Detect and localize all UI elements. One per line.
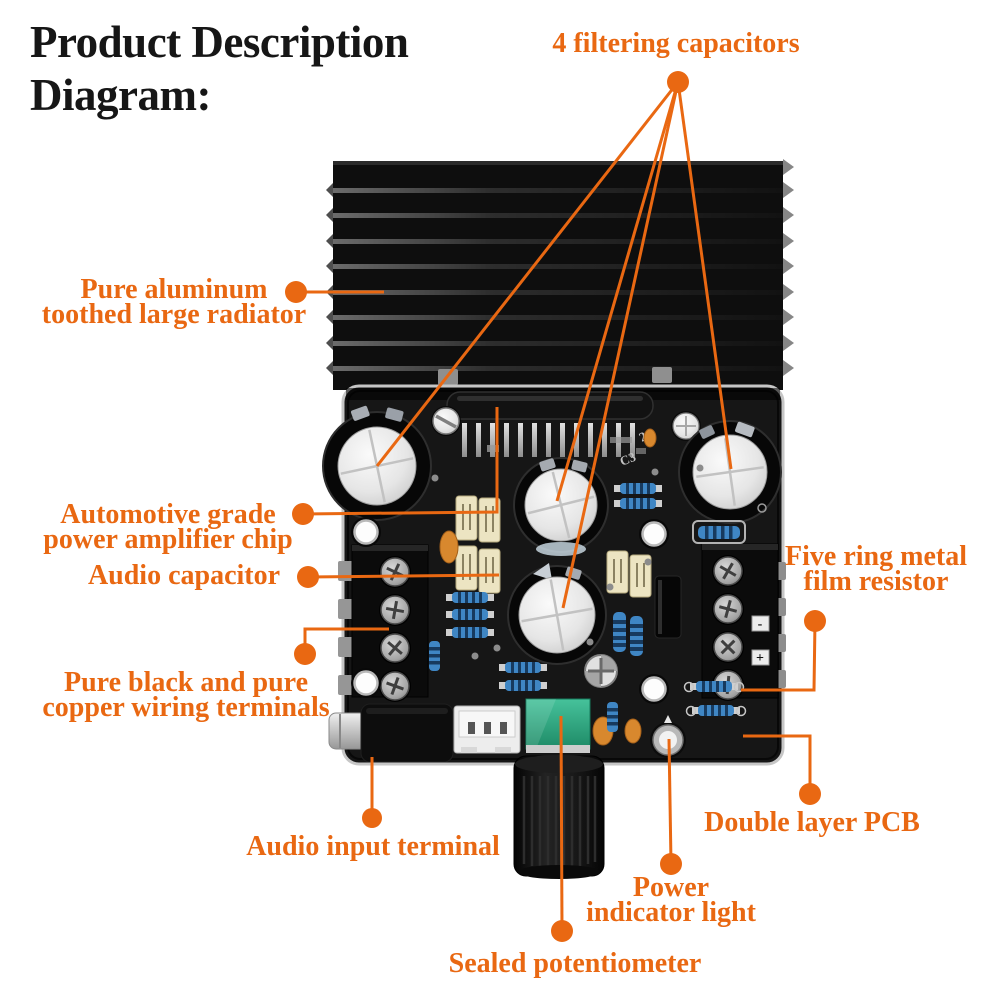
label-audio-input: Audio input terminal [246, 831, 500, 862]
callout-line-audio-capacitor [307, 573, 500, 579]
label-double-layer-pcb: Double layer PCB [704, 807, 920, 838]
blue-resistors-vertical [429, 612, 643, 732]
small-capacitor [671, 411, 701, 441]
capacitor-marking: C3 [618, 449, 639, 469]
callout-line-filtering-1 [375, 81, 680, 467]
label-sealed-potentiometer: Sealed potentiometer [448, 948, 702, 979]
orange-bead-capacitors [439, 428, 657, 746]
minus-mark: - [758, 617, 763, 632]
label-text: Sealed potentiometer [448, 948, 702, 979]
label-power-indicator: Power indicator light [586, 872, 756, 929]
label-audio-capacitor: Audio capacitor [87, 560, 281, 591]
silkscreen-mark [610, 437, 632, 443]
callout-dot-terminals [294, 643, 316, 665]
page-title-line2: Diagram: [30, 70, 211, 121]
label-amplifier-chip: Automotive grade power amplifier chip [43, 499, 293, 556]
callout-dot-power-indicator [660, 853, 682, 875]
label-text: Audio capacitor [87, 560, 281, 591]
label-text: indicator light [586, 897, 756, 929]
audio-input-jack [328, 703, 454, 763]
label-text: Power [632, 872, 710, 903]
wiring-terminal-left [338, 544, 429, 702]
heatsink-radiator [326, 159, 794, 390]
label-wiring-terminals: Pure black and pure copper wiring termin… [42, 667, 330, 724]
sealed-potentiometer-body [525, 698, 591, 753]
wiring-terminal-right: - + [701, 543, 786, 701]
page-title-line1: Product Description [30, 17, 409, 67]
solder-pads [431, 464, 704, 660]
label-text: Five ring metal [785, 541, 967, 572]
potentiometer-knob [513, 755, 605, 879]
callout-dot-chip [292, 503, 314, 525]
label-text: power amplifier chip [43, 524, 293, 556]
callout-line-filtering-3 [561, 81, 680, 609]
silkscreen-mark [487, 445, 499, 452]
callout-dot-potentiometer [551, 920, 573, 942]
callout-line-five-ring [741, 620, 817, 692]
label-text: Automotive grade [60, 499, 276, 530]
label-text: toothed large radiator [41, 299, 307, 331]
trimmer-pot [584, 654, 618, 688]
heatsink-fin-gaps [333, 188, 783, 371]
label-text: 4 filtering capacitors [552, 28, 800, 59]
chip-pins [462, 423, 635, 457]
mounting-holes [351, 517, 669, 704]
mounting-screw [431, 406, 461, 436]
page-title: Product Description Diagram: [30, 16, 409, 122]
label-film-resistor: Five ring metal film resistor [785, 541, 967, 598]
label-radiator: Pure aluminum toothed large radiator [41, 274, 307, 331]
callout-dot-five-ring [804, 610, 826, 632]
callout-dot-filtering [667, 71, 689, 93]
heatsink-clamp-tab [652, 367, 672, 383]
label-text: copper wiring terminals [42, 692, 330, 724]
filtering-capacitor-middle-top [513, 457, 609, 556]
callout-dot-pcb [799, 783, 821, 805]
five-ring-resistor [692, 520, 746, 544]
blue-resistors-horizontal [446, 483, 747, 717]
label-text: Pure black and pure [63, 667, 309, 698]
callout-dot-audio-capacitor [297, 566, 319, 588]
plus-mark: + [756, 651, 764, 666]
callout-line-filtering-2 [555, 81, 680, 502]
silkscreen-mark [636, 448, 646, 454]
minus-mark-plate [751, 615, 770, 632]
filtering-capacitor-right: 2 C3 [618, 420, 782, 524]
callout-line-chip [302, 407, 499, 516]
callout-dot-audio-input [362, 808, 382, 828]
terminal-screws [379, 556, 411, 702]
diode [654, 575, 682, 639]
label-text: Audio input terminal [246, 831, 500, 862]
callout-line-potentiometer [559, 715, 564, 931]
heatsink-left-teeth [326, 183, 333, 375]
label-text: film resistor [803, 566, 949, 598]
callout-lines [296, 81, 817, 931]
filtering-capacitor-middle-bottom [507, 563, 607, 665]
callout-line-filtering-4 [676, 81, 733, 470]
callout-line-pcb [743, 734, 812, 794]
callout-dot-radiator [285, 281, 307, 303]
xh-connector [453, 705, 521, 754]
callout-dots [285, 71, 826, 942]
label-filtering-capacitors: 4 filtering capacitors [552, 28, 800, 59]
callout-line-power-indicator [667, 738, 673, 864]
plus-mark-plate [751, 649, 770, 666]
heatsink-right-teeth [783, 159, 794, 376]
label-text: Pure aluminum [80, 274, 268, 305]
label-text: Double layer PCB [704, 807, 920, 838]
